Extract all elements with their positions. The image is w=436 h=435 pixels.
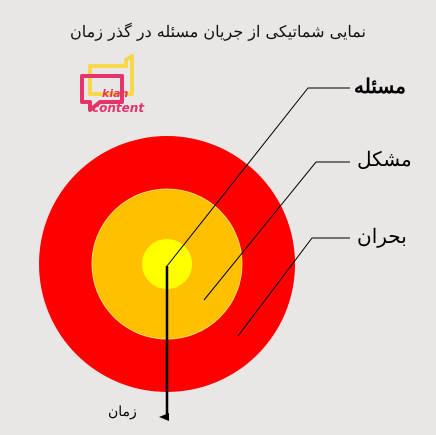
label-time: زمان (108, 404, 137, 420)
inner-circle-problem (142, 239, 192, 289)
label-problem: مسئله (354, 74, 406, 98)
logo-icon (80, 54, 134, 112)
diagram-title: نمایی شماتیکی از جریان مسئله در گذر زمان (70, 22, 366, 41)
leader-line-problem (166, 87, 350, 267)
logo-text-kian: kian (102, 87, 129, 100)
leader-line-crisis (237, 237, 350, 337)
label-crisis: بحران (357, 224, 407, 248)
logo-text-content: content (92, 101, 145, 115)
leader-line-difficulty (203, 161, 350, 301)
label-difficulty: مشکل (357, 147, 412, 171)
